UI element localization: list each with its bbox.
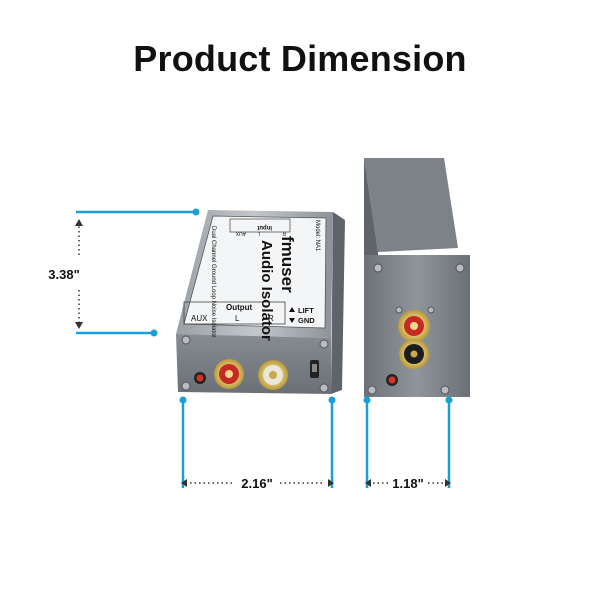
input-r-label: R: [282, 230, 286, 236]
width-dimension: 2.16": [179, 396, 336, 491]
lift-label: LIFT: [298, 306, 314, 315]
width-label: 2.16": [241, 476, 272, 491]
device-right-body: [364, 158, 378, 260]
screw-icon: [181, 335, 191, 345]
rca-red-jack: [214, 359, 244, 389]
output-l-label: L: [235, 314, 240, 323]
screw-icon: [395, 306, 403, 314]
screw-icon: [373, 263, 383, 273]
height-dimension: 3.38": [48, 208, 200, 337]
input-box: [229, 218, 291, 233]
label-sticker: [183, 215, 327, 329]
screw-icon: [319, 339, 329, 349]
screw-icon: [455, 263, 465, 273]
page-title: Product Dimension: [133, 38, 467, 79]
input-label: Input: [257, 224, 272, 230]
device-left-side: [331, 212, 345, 394]
up-arrow-icon: [289, 307, 295, 312]
device-right-top: [364, 158, 458, 252]
screw-icon: [440, 385, 450, 395]
gnd-label: GND: [298, 316, 315, 325]
output-aux-label: AUX: [191, 314, 208, 323]
depth-label: 1.18": [392, 476, 423, 491]
device-left: [176, 210, 345, 394]
rca-red-jack: [398, 310, 430, 342]
height-label: 3.38": [48, 267, 79, 282]
product-name-label: Audio Isolator: [258, 240, 275, 341]
rca-white-jack: [258, 360, 288, 390]
output-r-label: R: [268, 314, 274, 323]
output-box: [183, 301, 286, 325]
depth-dimension: 1.18": [363, 396, 453, 491]
sticker-text: fmuser Audio Isolator Dual Channel Groun…: [191, 220, 320, 341]
rca-black-jack: [399, 339, 429, 369]
screw-icon: [181, 381, 191, 391]
brand-logo: fmuser: [278, 236, 297, 293]
down-arrow-icon: [289, 318, 295, 323]
screw-icon: [427, 306, 435, 314]
model-label: Model: NA1: [314, 220, 320, 252]
device-right: [364, 158, 470, 397]
input-l-label: L: [257, 230, 260, 236]
product-subtitle-label: Dual Channel Ground Loop Noise Isolator: [210, 226, 216, 337]
input-aux-label: AUX: [235, 230, 246, 236]
screw-icon: [319, 383, 329, 393]
screw-icon: [367, 385, 377, 395]
output-label: Output: [226, 303, 253, 312]
device-left-front: [176, 334, 331, 394]
